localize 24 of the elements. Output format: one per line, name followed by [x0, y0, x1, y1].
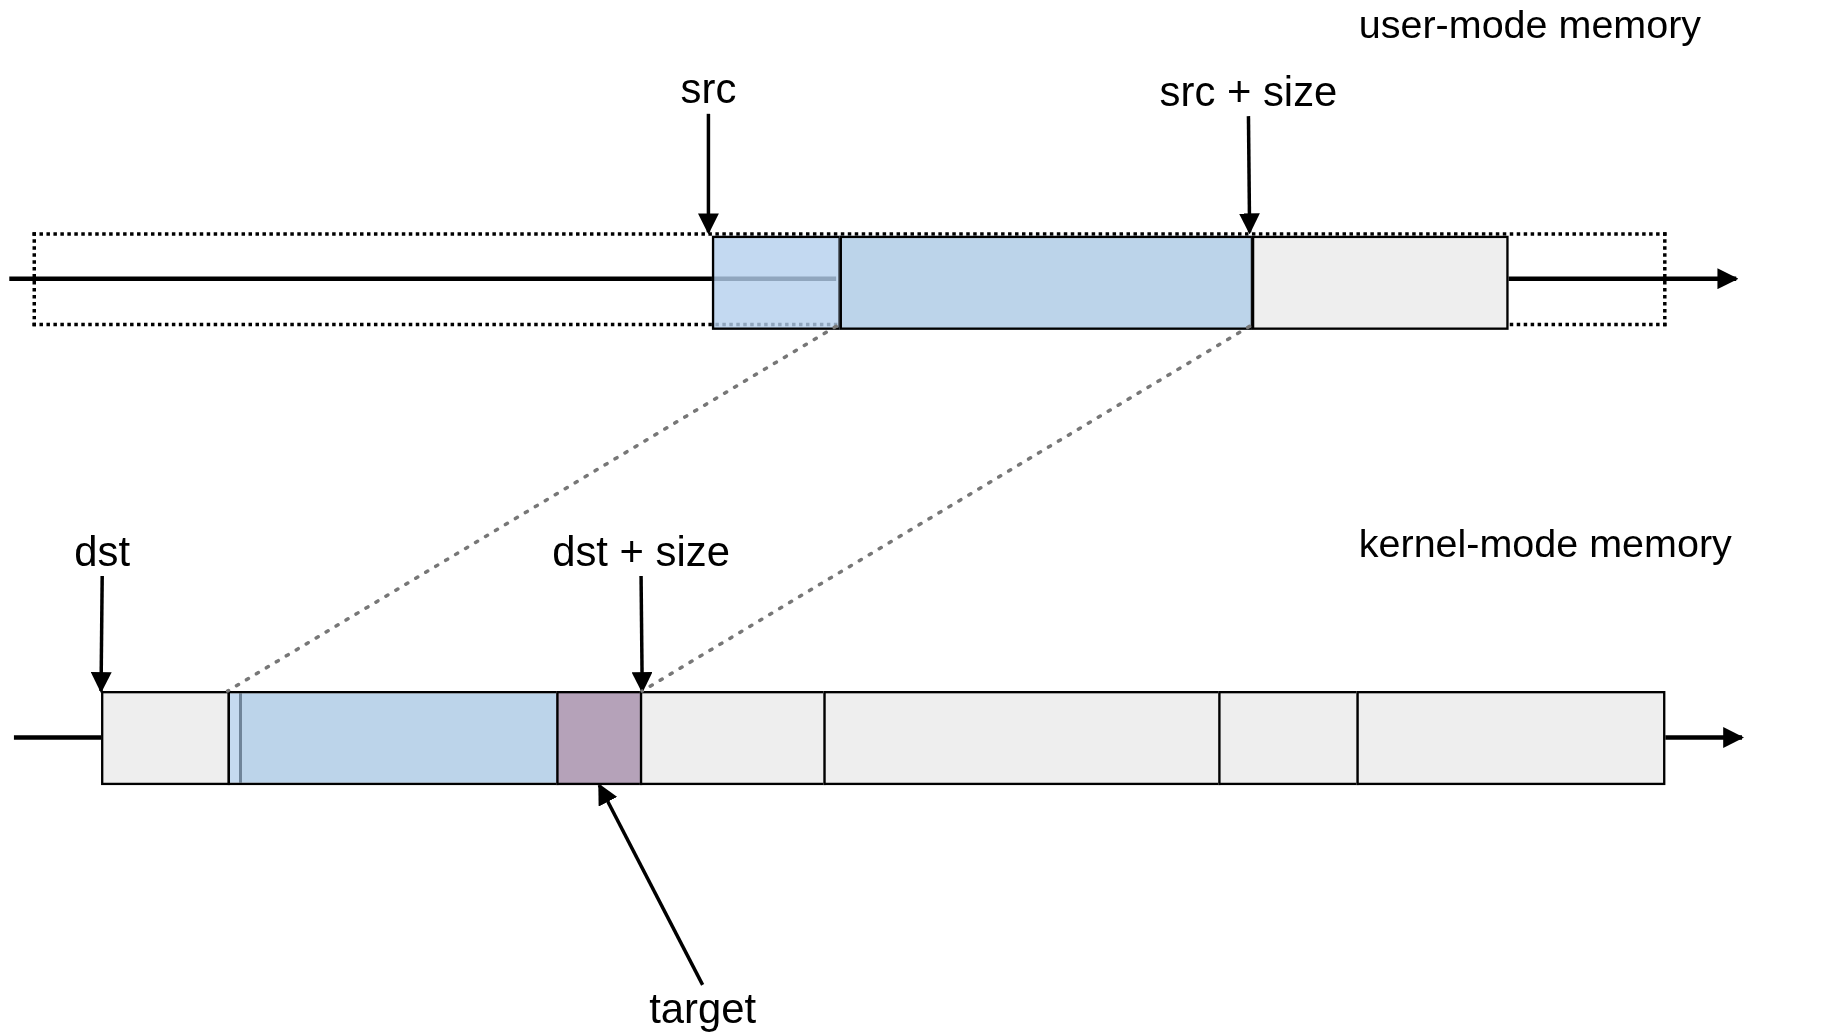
region-label: kernel-mode memory — [1358, 521, 1732, 567]
pointer-label: dst + size — [530, 527, 752, 577]
mapping-line — [225, 324, 838, 693]
pointer-arrow — [1239, 116, 1260, 235]
pointer-arrow — [631, 576, 653, 694]
memory-cell — [839, 235, 1254, 330]
memory-region-outline — [32, 232, 1667, 327]
memory-cell — [101, 691, 230, 786]
memory-cell — [823, 691, 1221, 786]
memory-cell — [1251, 235, 1509, 330]
region-label: user-mode memory — [1358, 2, 1702, 48]
pointer-arrow — [697, 113, 719, 235]
memory-cell — [1218, 691, 1359, 786]
memory-cell — [1356, 691, 1666, 786]
pointer-arrow — [597, 783, 705, 986]
pointer-label: src — [673, 65, 744, 114]
memory-cell — [227, 691, 559, 786]
pointer-label: target — [636, 984, 769, 1034]
pointer-label: dst — [67, 527, 138, 577]
memory-cell — [639, 691, 826, 786]
mapping-line — [640, 324, 1252, 693]
pointer-arrow — [90, 576, 112, 694]
pointer-label: src + size — [1138, 67, 1359, 117]
memory-cell — [711, 235, 841, 330]
